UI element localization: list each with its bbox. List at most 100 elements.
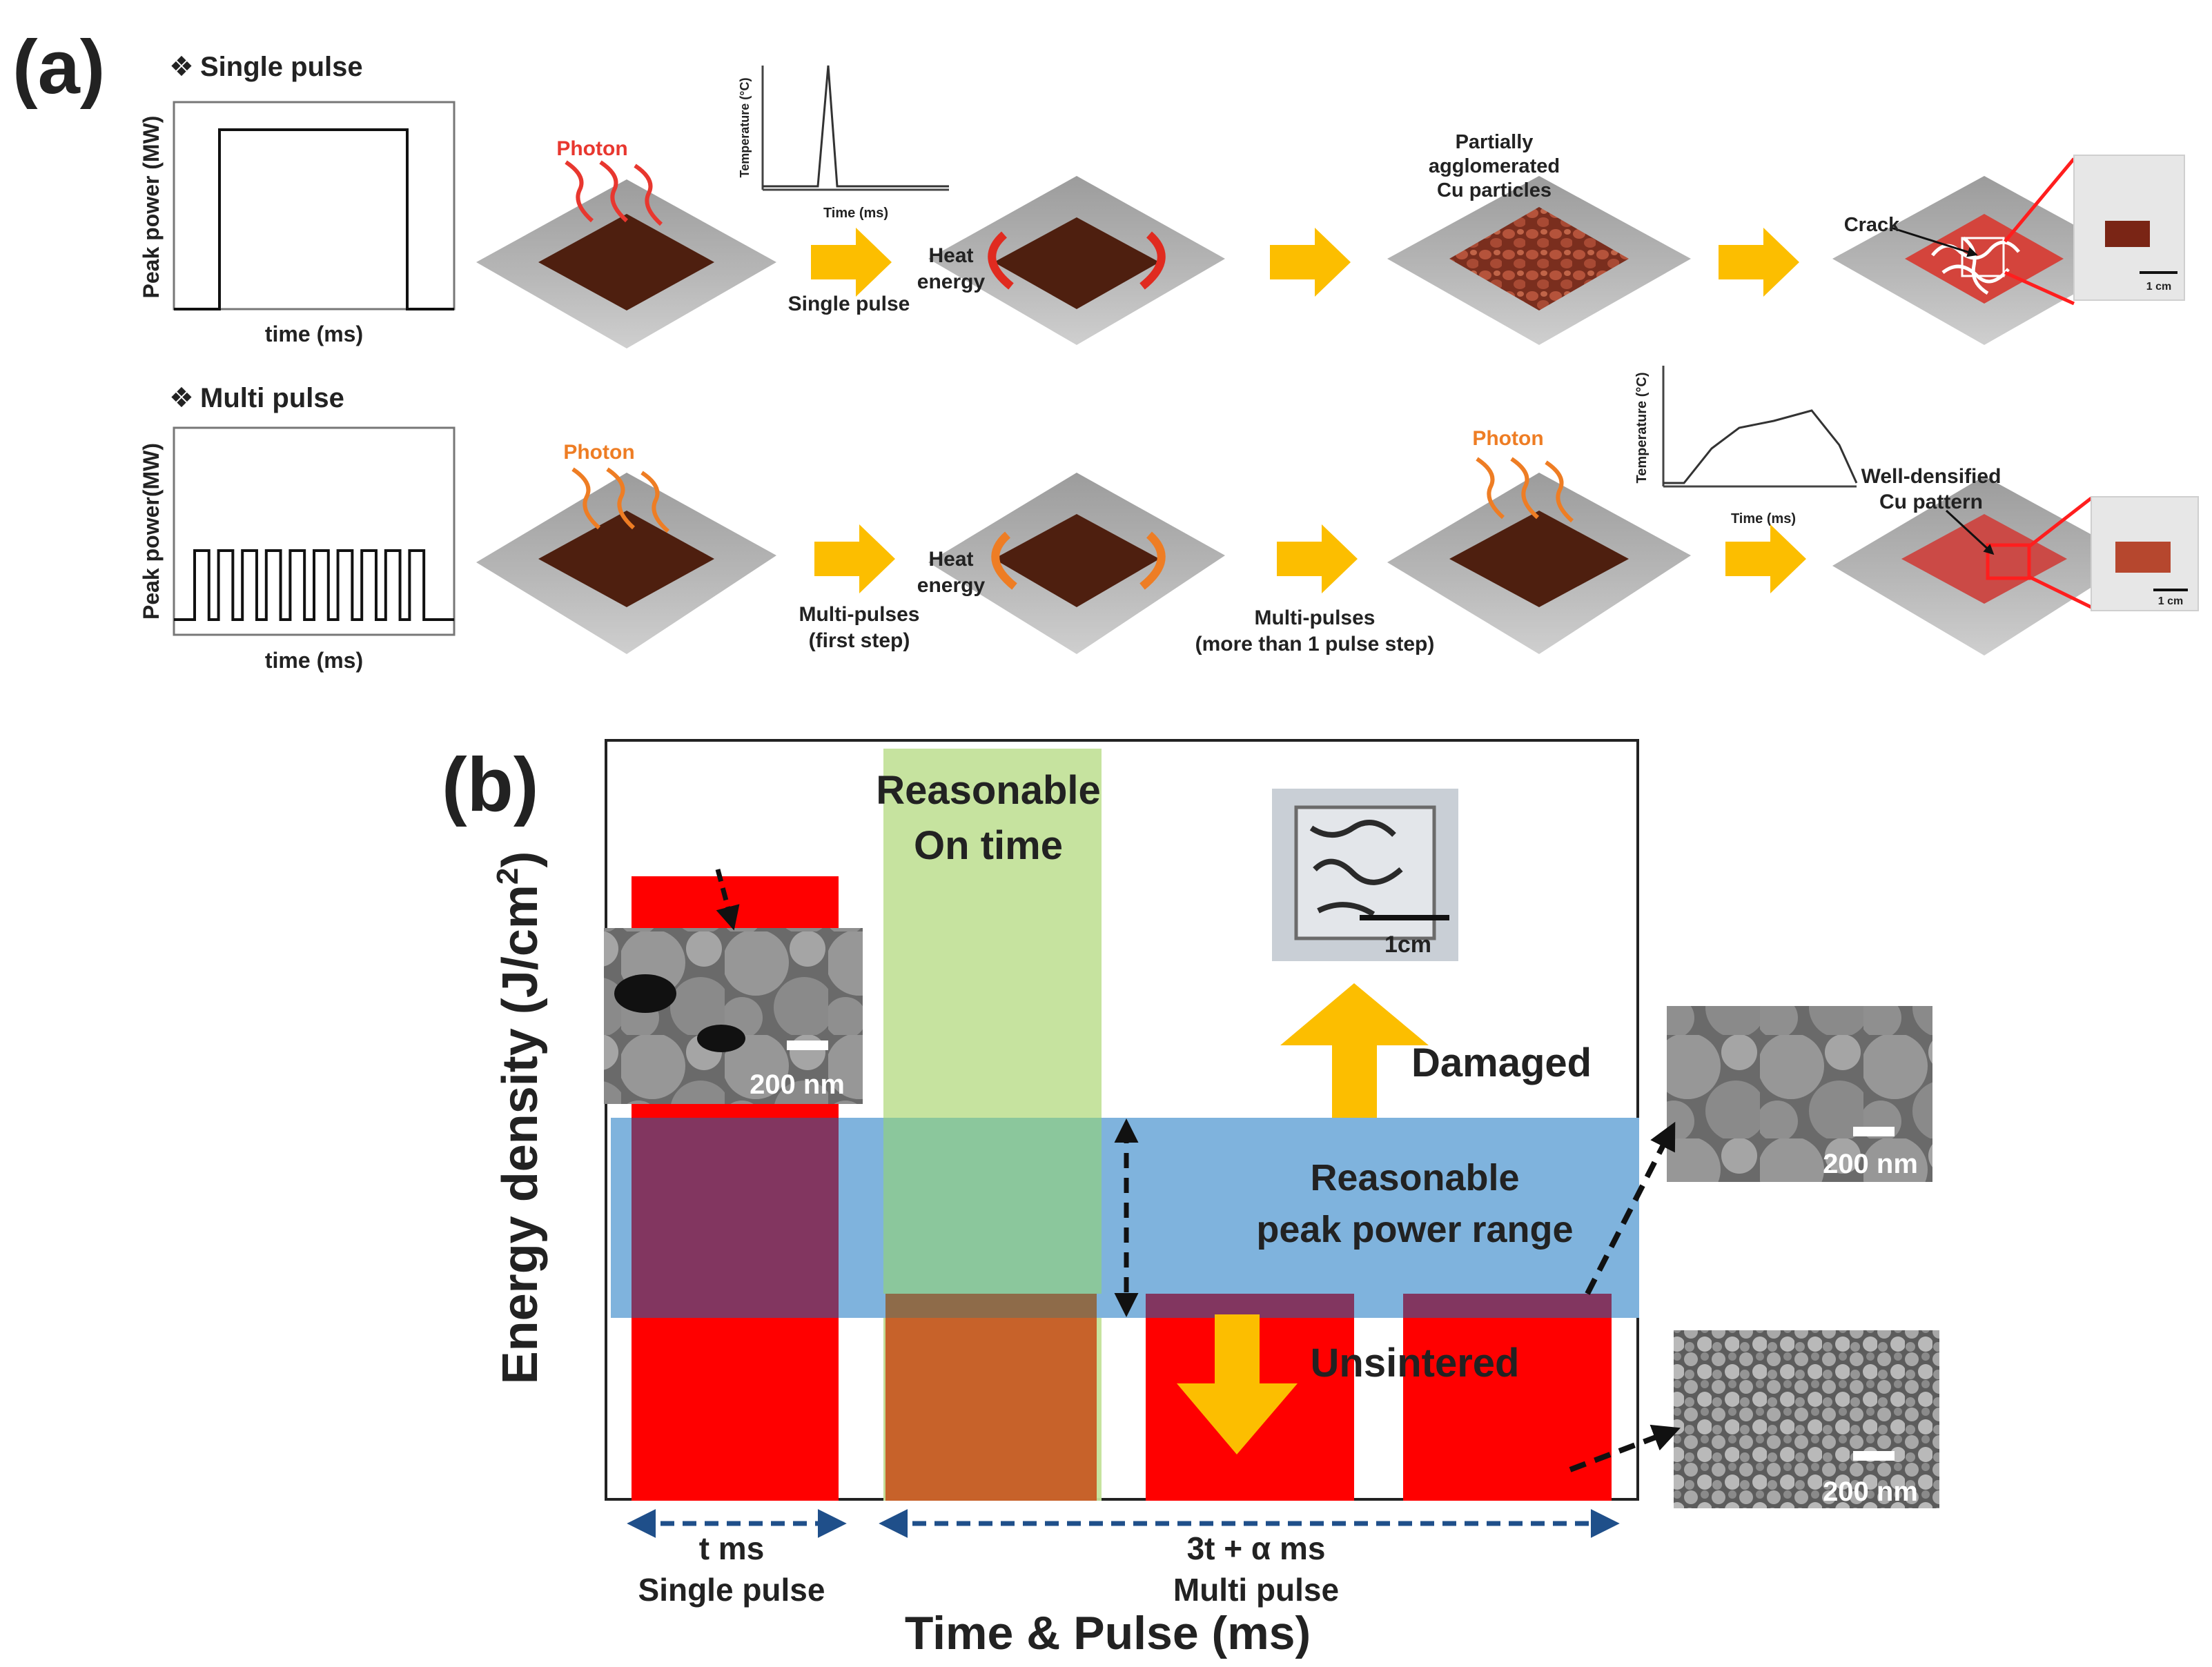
sem-scale-3: 200 nm	[1823, 1477, 1918, 1507]
multi-pulse-plot: Peak power(MW) time (ms)	[139, 426, 456, 673]
damaged-sample-photo: 1cm	[1272, 789, 1458, 961]
single-plot-ylabel: Peak power (MW)	[139, 116, 164, 299]
heat-arrow	[1139, 231, 1166, 290]
chart-ylabel-sup: 2	[491, 868, 525, 885]
multi-step-arrow-1: Multi-pulses (first step)	[799, 524, 920, 652]
single-sample-photo: 1 cm	[2073, 155, 2185, 301]
bar2-in-range	[1146, 1294, 1354, 1318]
photon-arrow	[1510, 457, 1540, 520]
single-step-arrow-1: Single pulse	[788, 228, 910, 315]
crack-label: Crack	[1844, 214, 1900, 236]
single-span-label-1: t ms	[699, 1530, 765, 1566]
bar3-in-range	[1403, 1294, 1612, 1318]
pattern-label-1: Well-densified	[1861, 465, 2001, 488]
multi-photo-scale: 1 cm	[2158, 595, 2183, 607]
panel-b-label: (b)	[442, 742, 538, 827]
photon-arrow	[634, 164, 663, 226]
single-step-arrow-3	[1719, 228, 1799, 297]
damaged-arrow	[1280, 983, 1429, 1118]
single-plate-4: Crack	[1832, 157, 2136, 345]
multi-plot-ylabel: Peak power(MW)	[139, 443, 164, 620]
multi-arrow2-label-1: Multi-pulses	[1254, 606, 1375, 629]
chart-ylabel: Energy density (J/cm2)	[491, 851, 548, 1385]
multi-pulse-header: Multi pulse	[200, 383, 344, 413]
single-arrow1-label: Single pulse	[788, 293, 910, 315]
photon-arrow	[1476, 457, 1505, 520]
photon-arrow	[599, 160, 629, 223]
pattern-label-2: Cu pattern	[1879, 491, 1983, 513]
range-label-2: peak power range	[1256, 1209, 1573, 1250]
sem-scale-1: 200 nm	[750, 1069, 845, 1100]
multi-arrow2-label-2: (more than 1 pulse step)	[1195, 633, 1435, 655]
multi-temp-inset: Temperature (°C) Time (ms)	[1634, 366, 1858, 526]
multi-heat-label-1: Heat	[928, 548, 973, 571]
multi-plate-4: Well-densified Cu pattern	[1832, 465, 2136, 655]
heat-arrow	[988, 231, 1014, 290]
multi-heat-label-2: energy	[917, 574, 986, 597]
multi-step-arrow-2: Multi-pulses (more than 1 pulse step)	[1195, 524, 1435, 655]
single-pulse-header: Single pulse	[200, 52, 363, 82]
multi-arrow1-label-1: Multi-pulses	[799, 603, 919, 626]
particles-label-1: Partially	[1456, 131, 1534, 153]
multi-plate-2: Heat energy	[917, 473, 1225, 654]
single-bullet: ❖	[169, 52, 194, 82]
single-photon-label: Photon	[556, 137, 627, 160]
sem-in-range: 200 nm	[1585, 1006, 1932, 1295]
photon-arrow	[640, 471, 670, 533]
single-inset-ylabel: Temperature (°C)	[738, 78, 752, 178]
heat-arrow	[991, 531, 1017, 590]
heat-arrow	[1139, 531, 1166, 590]
particles-label-2: agglomerated	[1429, 155, 1560, 177]
single-heat-label-2: energy	[917, 270, 986, 293]
on-time-overlap-bar	[885, 1294, 1097, 1501]
single-heat-label-1: Heat	[928, 244, 973, 267]
range-label-1: Reasonable	[1310, 1157, 1519, 1199]
photon-arrow	[606, 467, 636, 530]
multi-plot-xlabel: time (ms)	[265, 648, 363, 673]
multi-bullet: ❖	[169, 383, 194, 413]
on-time-label-2: On time	[914, 823, 1063, 868]
multi-photon-label-2: Photon	[1472, 427, 1543, 450]
on-time-in-range	[883, 1118, 1102, 1294]
chart-ylabel-close: )	[493, 851, 548, 868]
multi-plate-1: Photon	[476, 441, 776, 654]
multi-arrow1-label-2: (first step)	[809, 629, 910, 652]
multi-sample-photo: 1 cm	[2091, 496, 2199, 611]
single-plate-1: Photon	[476, 137, 776, 348]
chart-ylabel-main: Energy density (J/cm	[493, 885, 548, 1384]
single-step-arrow-2	[1270, 228, 1351, 297]
unsintered-arrow	[1177, 1314, 1298, 1454]
single-inset-xlabel: Time (ms)	[823, 206, 888, 221]
single-bar-in-range	[632, 1118, 839, 1318]
overlap-in-range	[885, 1294, 1097, 1318]
unsintered-label: Unsintered	[1311, 1341, 1520, 1385]
multi-pulse-bar-3	[1403, 1294, 1612, 1501]
single-photo-scale: 1 cm	[2146, 281, 2171, 293]
single-temp-inset: Temperature (°C) Time (ms)	[738, 65, 949, 221]
single-plate-2: Heat energy	[917, 176, 1225, 345]
chart-xlabel: Time & Pulse (ms)	[905, 1607, 1311, 1659]
multi-inset-ylabel: Temperature (°C)	[1634, 373, 1650, 484]
panel-a-label: (a)	[12, 25, 105, 110]
multi-step-arrow-3	[1725, 524, 1806, 593]
damaged-label: Damaged	[1411, 1040, 1592, 1085]
particles-label-3: Cu particles	[1437, 179, 1552, 201]
photo-scale-label: 1cm	[1384, 931, 1431, 958]
single-span-label-2: Single pulse	[638, 1572, 825, 1608]
on-time-label-1: Reasonable	[876, 768, 1101, 813]
sem-unsintered: 200 nm	[1569, 1330, 1939, 1508]
multi-span-label-1: 3t + α ms	[1187, 1530, 1326, 1566]
photon-arrow	[565, 160, 594, 223]
single-plot-xlabel: time (ms)	[265, 322, 363, 346]
photon-arrow	[571, 467, 601, 530]
single-pulse-plot: Peak power (MW) time (ms)	[139, 101, 456, 346]
multi-span-label-2: Multi pulse	[1173, 1572, 1339, 1608]
photon-arrow	[1545, 460, 1574, 523]
multi-pulse-trace	[174, 549, 454, 621]
energy-chart: Reasonable On time Reasonable peak power…	[491, 739, 1939, 1659]
multi-photon-label-1: Photon	[563, 441, 634, 464]
sem-single-pulse: 200 nm	[604, 869, 863, 1104]
single-plate-3: Partially agglomerated Cu particles	[1387, 131, 1691, 345]
